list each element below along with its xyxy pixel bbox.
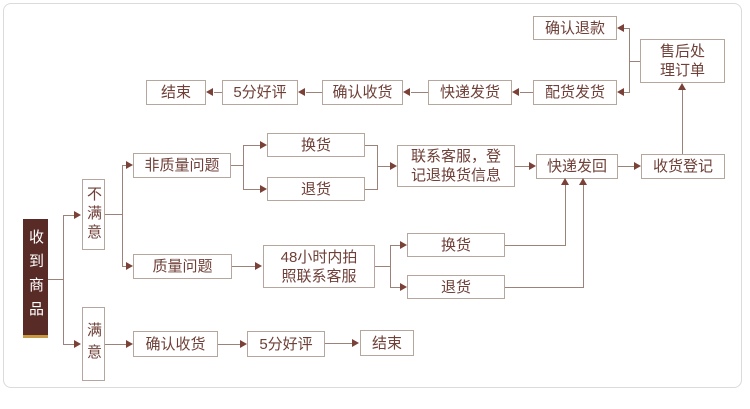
node-return-b: 退货 [407,275,505,299]
arrowhead-right-icon [400,283,407,291]
arrowhead-right-icon [390,162,397,170]
node-photo-48h-line1: 48小时内拍 [280,248,358,266]
connector-line [624,28,630,29]
arrowhead-right-icon [400,241,407,249]
arrowhead-up-icon [561,178,569,185]
node-confirm-receipt-top: 确认收货 [322,80,403,105]
node-exchange-a: 换货 [267,133,365,157]
node-contact-customer-service-line1: 联系客服，登 [410,148,501,165]
arrowhead-right-icon [352,339,359,347]
connector-line [624,92,630,93]
node-contact-customer-service: 联系客服，登 记退换货信息 [397,145,515,187]
arrowhead-right-icon [260,185,267,193]
connector-line [214,92,222,93]
node-express-ship: 快递发货 [428,80,512,105]
node-rate-bottom: 5分好评 [247,331,325,357]
node-confirm-refund: 确认退款 [533,16,617,40]
connector-line [520,92,533,93]
arrowhead-left-icon [617,24,624,32]
node-allocate-ship: 配货发货 [533,80,617,105]
node-aftersales-order: 售后处 理订单 [640,39,725,83]
node-satisfied: 满意 [82,307,105,381]
arrowhead-right-icon [260,141,267,149]
connector-line [375,266,390,267]
connector-line [682,90,683,154]
connector-line [505,287,583,288]
connector-line [583,185,584,288]
arrowhead-right-icon [74,340,81,348]
arrowhead-left-icon [617,88,624,96]
connector-line [505,245,565,246]
arrowhead-right-icon [634,162,641,170]
node-end-top: 结束 [146,80,206,105]
arrowhead-right-icon [126,340,133,348]
connector-line [122,165,123,267]
connector-line [390,245,391,288]
connector-line [218,344,240,345]
node-photo-48h-line2: 照联系客服 [281,267,357,285]
node-return-a: 退货 [267,177,365,201]
connector-line [122,165,127,166]
connector-line [390,287,400,288]
connector-line [411,92,428,93]
arrowhead-left-icon [403,88,410,96]
arrowhead-left-icon [512,88,519,96]
node-non-quality-issue: 非质量问题 [133,153,231,178]
node-confirm-receipt-bottom: 确认收货 [133,331,218,357]
arrowhead-right-icon [255,262,262,270]
arrowhead-right-icon [126,161,133,169]
arrowhead-right-icon [126,262,133,270]
node-received-goods: 收到商品 [23,219,48,338]
connector-line [515,166,529,167]
node-express-back: 快递发回 [536,154,618,179]
arrowhead-right-icon [529,162,536,170]
connector-line [231,165,243,166]
connector-line [365,189,378,190]
connector-line [243,145,260,146]
connector-line [365,145,378,146]
connector-line [243,189,260,190]
connector-line [63,344,75,345]
node-aftersales-order-line1: 售后处 [659,43,705,60]
node-receipt-register: 收货登记 [641,154,725,179]
connector-line [618,166,634,167]
connector-line [105,214,122,215]
arrowhead-left-icon [298,88,305,96]
connector-line [325,343,352,344]
connector-line [306,92,322,93]
connector-line [377,145,378,190]
connector-line [105,344,126,345]
arrowhead-right-icon [240,340,247,348]
connector-line [243,145,244,190]
arrowhead-up-icon [579,178,587,185]
connector-line [629,28,630,93]
node-end-bottom: 结束 [360,330,414,356]
connector-line [390,245,400,246]
node-aftersales-order-line2: 理订单 [659,62,705,79]
node-unsatisfied: 不满意 [82,179,105,250]
arrowhead-up-icon [678,83,686,90]
node-quality-issue: 质量问题 [133,254,232,279]
node-exchange-b: 换货 [407,233,505,257]
arrowhead-left-icon [206,88,213,96]
node-photo-48h: 48小时内拍 照联系客服 [263,245,375,288]
arrowhead-right-icon [74,211,81,219]
connector-line [629,61,640,62]
connector-line [565,185,566,246]
connector-line [232,266,255,267]
connector-line [63,215,75,216]
connector-line [122,266,127,267]
node-contact-customer-service-line2: 记退换货信息 [410,167,501,184]
connector-line [48,279,63,280]
connector-line [63,215,64,345]
connector-line [377,166,390,167]
diagram-frame [3,3,742,388]
node-rate-top: 5分好评 [222,80,298,105]
